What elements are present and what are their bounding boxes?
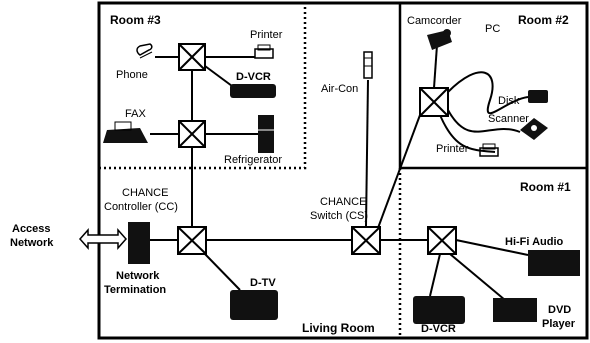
fax-icon: [103, 122, 148, 143]
dvcr-r3-device: [230, 84, 276, 98]
camcorder-label: Camcorder: [407, 15, 462, 27]
hifi-device: [528, 250, 580, 276]
switch-room3-bottom: [179, 121, 205, 147]
switch-room2: [420, 88, 448, 116]
double-arrow-icon: [80, 230, 126, 248]
living-room-label: Living Room: [302, 321, 375, 335]
disk-device: [528, 90, 548, 103]
dvcr-r1-label: D-VCR: [421, 323, 456, 335]
switch-room3-top: [179, 44, 205, 70]
aircon-icon: [364, 52, 372, 78]
printer-icon: [255, 45, 273, 58]
aircon-label: Air-Con: [321, 83, 358, 95]
printer-r2-label: Printer: [436, 143, 469, 155]
termination-label-1: Network: [116, 270, 160, 282]
dtv-label: D-TV: [250, 277, 276, 289]
fax-label: FAX: [125, 108, 146, 120]
controller-title: CHANCE: [122, 187, 168, 199]
phone-icon: [137, 44, 152, 58]
dvcr-r1-device: [413, 296, 465, 324]
network-termination-device: [128, 222, 150, 264]
dvd-label-2: Player: [542, 318, 576, 330]
refrigerator-label: Refrigerator: [224, 154, 282, 166]
switch-title: CHANCE: [320, 196, 366, 208]
hifi-label: Hi-Fi Audio: [505, 236, 564, 248]
phone-label: Phone: [116, 69, 148, 81]
room3-label: Room #3: [110, 13, 161, 27]
room1-label: Room #1: [520, 180, 571, 194]
termination-label-2: Termination: [104, 284, 166, 296]
scanner-label: Scanner: [488, 113, 529, 125]
room2-label: Room #2: [518, 13, 569, 27]
access-network-label-2: Network: [10, 237, 54, 249]
switch-boxes: [178, 44, 456, 254]
refrigerator-icon: [258, 115, 274, 153]
camcorder-icon: [427, 29, 452, 50]
printer-r3-label: Printer: [250, 29, 283, 41]
dtv-device: [230, 290, 278, 320]
dvcr-r3-label: D-VCR: [236, 71, 271, 83]
switch-subtitle: Switch (CS): [310, 210, 368, 222]
pc-label: PC: [485, 23, 500, 35]
switch-room1: [428, 227, 456, 254]
switch-chance-cs: [352, 227, 380, 254]
home-boundary: [99, 3, 587, 338]
disk-label: Disk: [498, 95, 520, 107]
access-network-label-1: Access: [12, 223, 51, 235]
dvd-label-1: DVD: [548, 304, 571, 316]
dvd-device: [493, 298, 537, 322]
switch-living-cc: [178, 227, 206, 254]
controller-subtitle: Controller (CC): [104, 201, 178, 213]
